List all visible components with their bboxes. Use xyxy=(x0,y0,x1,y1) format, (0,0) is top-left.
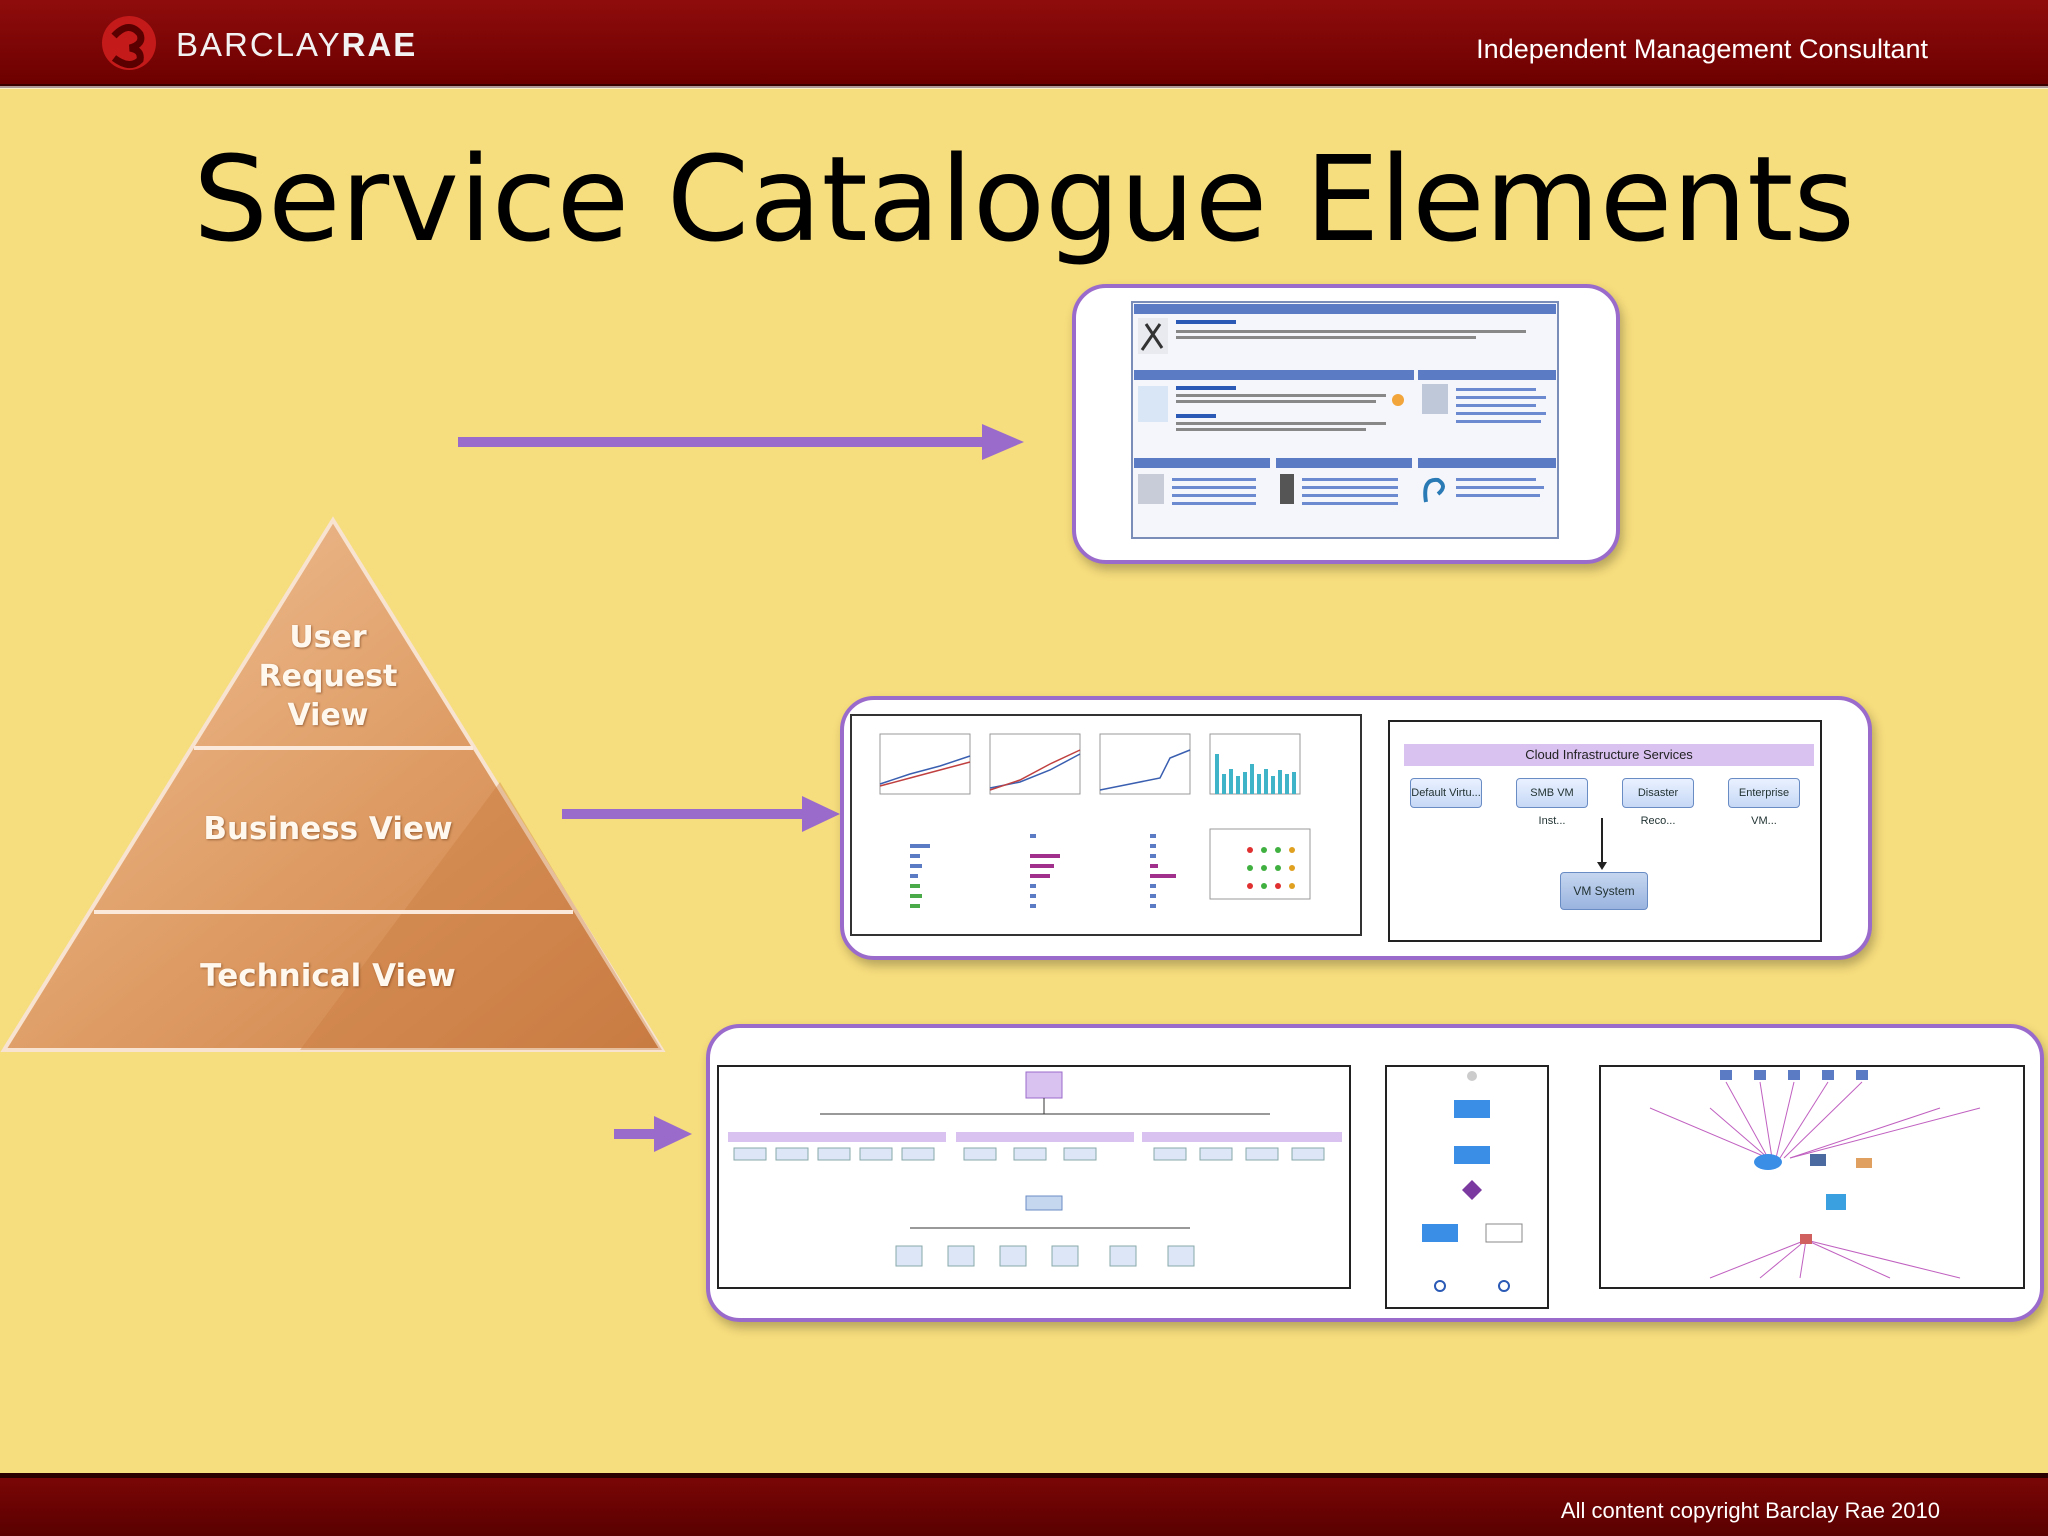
business-view-screenshot: Cloud Infrastructure Services Default Vi… xyxy=(840,696,1872,960)
arrow-right-icon xyxy=(458,424,1024,460)
footer-bar: All content copyright Barclay Rae 2010 xyxy=(0,1473,2048,1536)
service-node: Enterprise VM... xyxy=(1728,778,1800,827)
cloud-services-diagram: Cloud Infrastructure Services Default Vi… xyxy=(1388,720,1822,942)
header-divider xyxy=(0,86,2048,89)
pyramid-level-business: Business View xyxy=(203,811,453,847)
pyramid-diagram xyxy=(0,516,666,1052)
portal-mockup xyxy=(1131,301,1559,539)
pyramid-level-user-request: User Request View xyxy=(258,620,398,733)
connector-arrow xyxy=(1597,818,1607,870)
pyramid-level-technical: Technical View xyxy=(200,958,456,994)
header-bar: BARCLAYRAE Independent Management Consul… xyxy=(0,0,2048,88)
copyright-text: All content copyright Barclay Rae 2010 xyxy=(1560,1498,1940,1523)
service-node: Disaster Reco... xyxy=(1622,778,1694,827)
vm-system-node: VM System xyxy=(1560,872,1648,910)
service-node: SMB VM Inst... xyxy=(1516,778,1588,827)
technical-view-screenshot xyxy=(706,1024,2044,1322)
cloud-title: Cloud Infrastructure Services xyxy=(1404,744,1814,766)
tagline: Independent Management Consultant xyxy=(1476,34,1928,64)
service-node: Default Virtu... xyxy=(1410,778,1482,808)
slide-title: Service Catalogue Elements xyxy=(193,130,1855,268)
technical-diagrams-mockup xyxy=(717,1065,2025,1309)
arrow-right-icon xyxy=(562,796,840,832)
arrow-right-icon xyxy=(614,1116,692,1152)
brand-name: BARCLAYRAE xyxy=(176,26,418,63)
dashboard-mockup xyxy=(850,714,1362,936)
logo-icon xyxy=(102,16,156,70)
user-request-view-screenshot xyxy=(1072,284,1620,564)
